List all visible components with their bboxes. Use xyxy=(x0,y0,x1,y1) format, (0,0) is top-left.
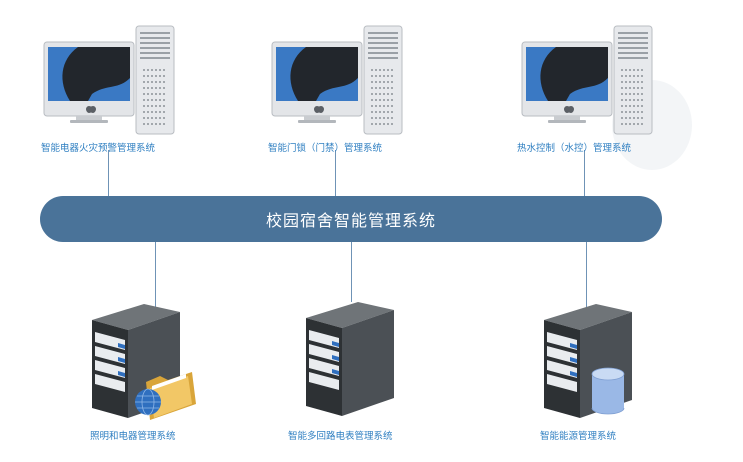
globe-icon xyxy=(135,388,161,416)
workstation-fire-warning xyxy=(43,25,175,135)
connector-top-3 xyxy=(584,150,585,196)
bus-label: 校园宿舍智能管理系统 xyxy=(265,211,436,230)
connector-bottom-3 xyxy=(586,242,587,308)
server-energy xyxy=(544,304,632,418)
label-multi-circuit-meter-system: 智能多回路电表管理系统 xyxy=(288,431,393,442)
connector-top-1 xyxy=(108,150,109,196)
label-lighting-system: 照明和电器管理系统 xyxy=(90,431,176,442)
server-multi-circuit-meter xyxy=(306,302,394,416)
label-door-lock-system: 智能门锁（门禁）管理系统 xyxy=(268,143,383,154)
connector-bottom-1 xyxy=(155,242,156,310)
connector-top-2 xyxy=(335,150,336,196)
connector-bottom-2 xyxy=(351,242,352,302)
workstation-door-lock xyxy=(271,25,403,135)
central-system-bus: 校园宿舍智能管理系统 xyxy=(40,196,662,242)
imac-workstation-icon xyxy=(521,25,653,135)
workstation-hot-water xyxy=(521,25,653,135)
server-tower-icon xyxy=(306,302,394,416)
imac-workstation-icon xyxy=(43,25,175,135)
label-fire-warning-system: 智能电器火灾预警管理系统 xyxy=(41,143,156,154)
label-hot-water-system: 热水控制（水控）管理系统 xyxy=(517,143,632,154)
server-lighting xyxy=(92,304,196,420)
label-energy-system: 智能能源管理系统 xyxy=(540,431,617,442)
imac-workstation-icon xyxy=(271,25,403,135)
database-icon xyxy=(591,367,625,415)
